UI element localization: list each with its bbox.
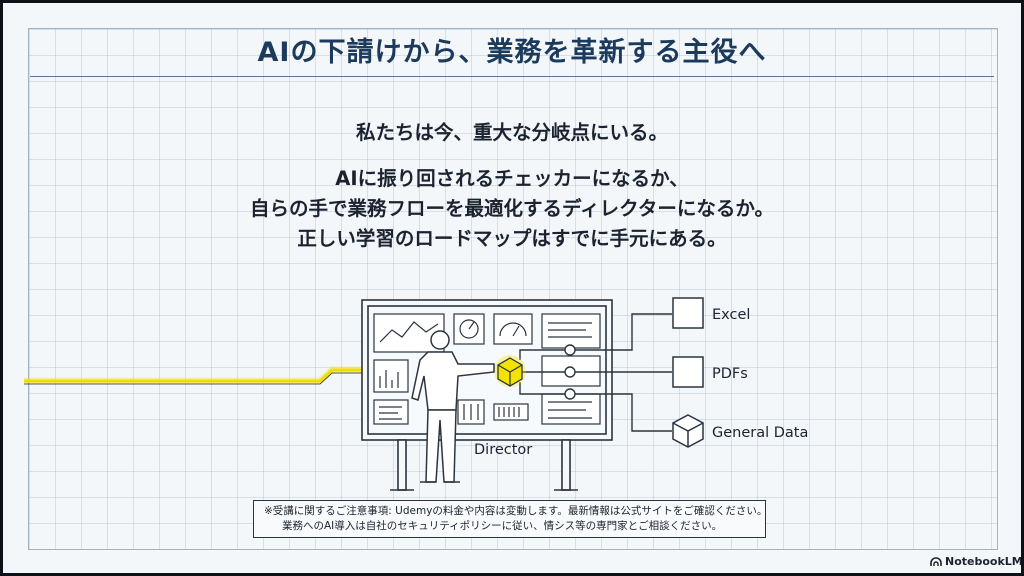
notebooklm-logo-icon — [930, 556, 942, 566]
source-label-excel: Excel — [712, 307, 750, 323]
director-label: Director — [474, 442, 532, 458]
disclaimer-line-2: 業務へのAI導入は自社のセキュリティポリシーに従い、情シス等の専門家とご相談くだ… — [282, 520, 723, 532]
disclaimer-line-1: ※受講に関するご注意事項: Udemyの料金や内容は変動します。最新情報は公式サ… — [264, 505, 768, 517]
message-line-1: 私たちは今、重大な分岐点にいる。 — [355, 121, 668, 144]
central-cube-icon — [494, 355, 526, 387]
excel-box-icon — [672, 297, 704, 329]
message-line-2: AIに振り回されるチェッカーになるか、 — [335, 167, 689, 190]
pdf-box-icon — [672, 356, 704, 388]
brand-watermark: NotebookLM — [930, 555, 1023, 568]
title-divider — [30, 76, 994, 77]
grid-background — [28, 28, 998, 550]
disclaimer-box: ※受講に関するご注意事項: Udemyの料金や内容は変動します。最新情報は公式サ… — [253, 500, 768, 538]
message-line-3: 自らの手で業務フローを最適化するディレクターになるか。 — [250, 197, 774, 220]
page-title: AIの下請けから、業務を革新する主役へ — [257, 37, 767, 68]
director-figure-icon — [411, 330, 495, 483]
source-label-pdfs: PDFs — [712, 366, 748, 382]
general-data-cube-icon — [672, 414, 704, 448]
source-connectors — [519, 313, 672, 432]
dashboard-panels — [373, 313, 601, 425]
brand-name: NotebookLM — [945, 555, 1023, 568]
source-label-general-data: General Data — [712, 425, 808, 441]
message-block: 私たちは今、重大な分岐点にいる。 AIに振り回されるチェッカーになるか、 自らの… — [150, 118, 874, 254]
source-icons — [672, 297, 704, 448]
message-line-4: 正しい学習のロードマップはすでに手元にある。 — [297, 227, 727, 250]
